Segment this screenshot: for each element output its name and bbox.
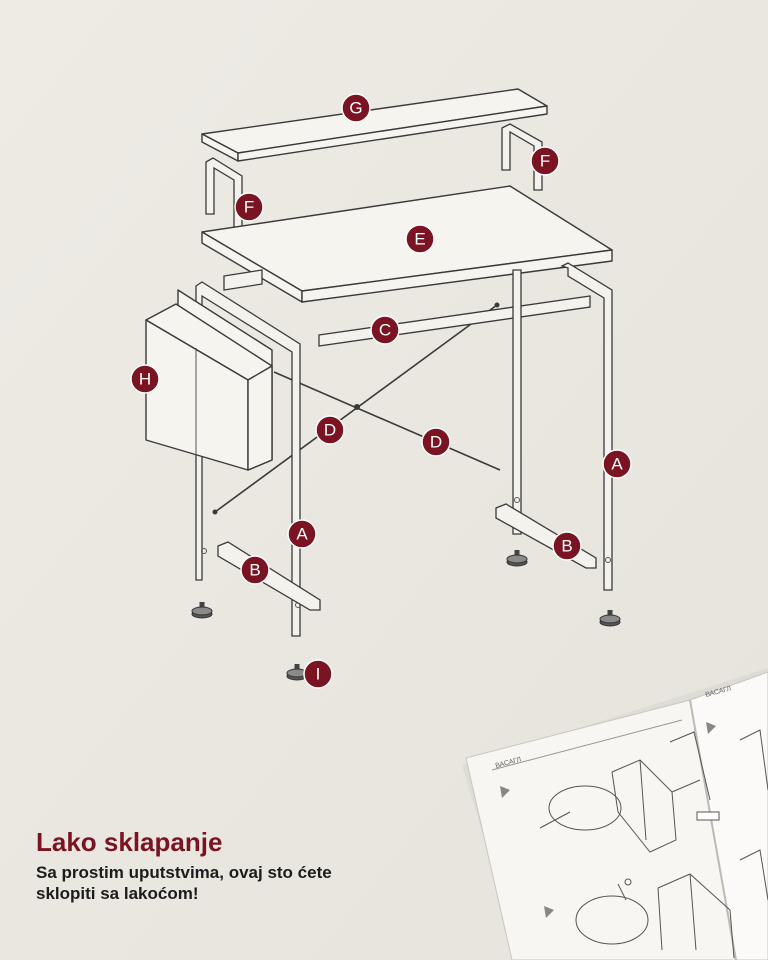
manual-step-marker-2 [544, 906, 554, 918]
headline: Lako sklapanje [36, 827, 223, 857]
manual-sketch-top [539, 759, 720, 853]
badge-b-right: B [552, 531, 582, 561]
svg-text:D: D [324, 421, 336, 440]
description-line-2: sklopiti sa lakoćom! [36, 884, 199, 903]
badge-b-left: B [240, 555, 270, 585]
badge-d-right: D [421, 427, 451, 457]
badge-c: C [370, 315, 400, 345]
svg-text:E: E [414, 230, 425, 249]
badge-a-left: A [287, 519, 317, 549]
svg-text:F: F [244, 198, 254, 217]
description: Sa prostim uputstvima, ovaj sto ćete skl… [36, 862, 456, 904]
svg-text:H: H [139, 370, 151, 389]
svg-text:A: A [611, 455, 623, 474]
instruction-manual: ВАСАГЛ ВАСАГЛ [462, 668, 768, 960]
svg-text:B: B [249, 561, 260, 580]
cross-braces-d [212, 302, 501, 515]
description-line-1: Sa prostim uputstvima, ovaj sto ćete [36, 863, 332, 882]
top-shelf-g [201, 88, 548, 162]
svg-text:A: A [296, 525, 308, 544]
badge-e: E [405, 224, 435, 254]
svg-text:F: F [540, 152, 550, 171]
badge-f-left: F [234, 192, 264, 222]
levelling-feet [191, 550, 621, 681]
back-rail [223, 269, 263, 291]
storage-bag-h [145, 289, 273, 471]
manual-left-page [465, 699, 737, 960]
manual-sketch-right-page [669, 722, 768, 901]
svg-text:G: G [349, 99, 362, 118]
manual-step-marker-1 [500, 786, 510, 798]
badge-d-left: D [315, 415, 345, 445]
svg-text:B: B [561, 537, 572, 556]
badge-h: H [130, 364, 160, 394]
badge-g: G [341, 93, 371, 123]
svg-text:D: D [430, 433, 442, 452]
right-frame-a [512, 262, 613, 591]
badge-f-right: F [530, 146, 560, 176]
svg-text:I: I [316, 665, 321, 684]
manual-sketch-bottom [575, 873, 735, 959]
caption: Lako sklapanje Sa prostim uputstvima, ov… [36, 826, 456, 904]
badge-a-right: A [602, 449, 632, 479]
badge-i: I [303, 659, 333, 689]
svg-text:C: C [379, 321, 391, 340]
shelf-bracket-left [205, 157, 243, 233]
foot-bar-left-b [217, 541, 321, 611]
